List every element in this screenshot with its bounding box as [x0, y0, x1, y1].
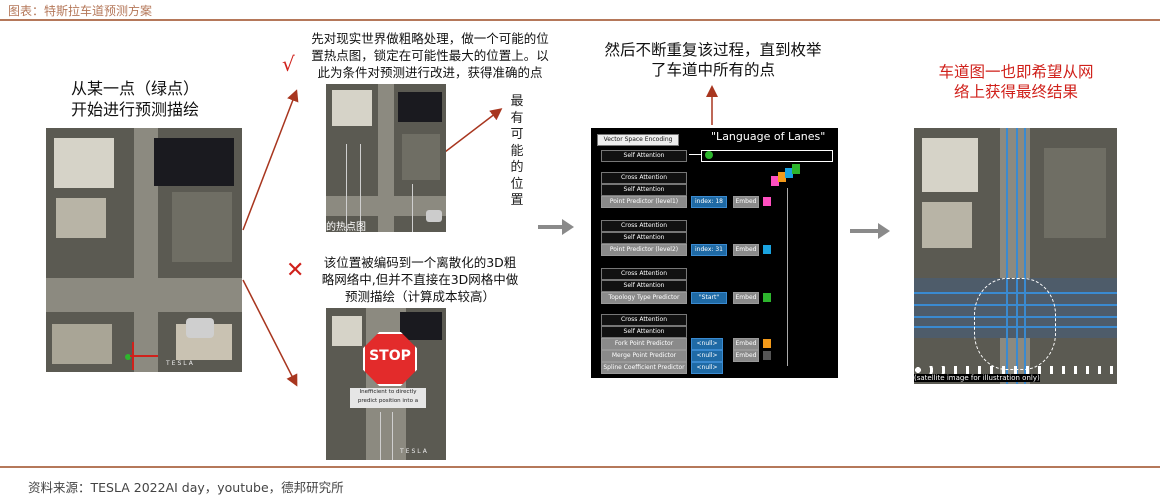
check-mark-icon: √: [282, 52, 295, 76]
result-caption: 车道图一也即希望从网 络上获得最终结果: [906, 62, 1126, 102]
heatmap-label: 的热点图: [326, 222, 366, 232]
chart-header-title: 图表：特斯拉车道预测方案: [8, 4, 153, 18]
nn-green-dot: [705, 151, 713, 159]
stop-sign-text: STOP: [369, 348, 411, 364]
repeat-caption: 然后不断重复该过程，直到枚举 了车道中所有的点: [578, 40, 848, 80]
stop-caption: Inefficient to directly predict position…: [350, 388, 426, 408]
gray-arrow-2: [850, 229, 880, 233]
bottom-note: 该位置被编码到一个离散化的3D粗 略网络中,但并不直接在3D网格中做 预测描绘（…: [304, 254, 536, 305]
gray-arrow-1: [538, 225, 564, 229]
header-rule: [0, 19, 1160, 21]
left-caption-line2: 开始进行预测描绘: [70, 100, 199, 119]
result-note: (satellite image for illustration only): [914, 374, 1040, 382]
footer-rule: [0, 466, 1160, 468]
cross-mark-icon: ✕: [286, 258, 305, 283]
top-note-line2: 置热点图，锁定在可能性最大的位置上。以: [311, 48, 549, 63]
arrow-to-heatmap: [242, 89, 299, 231]
bottom-note-line3: 预测描绘（计算成本较高）: [344, 289, 495, 304]
left-caption-line1: 从某一点（绿点）: [70, 79, 199, 98]
result-caption-line1: 车道图一也即希望从网: [938, 63, 1094, 81]
tesla-logo-stop: TESLA: [400, 448, 429, 455]
arrow-to-stop: [242, 279, 298, 387]
heatmap-satellite-image: 的热点图: [326, 84, 446, 232]
repeat-caption-line2: 了车道中所有的点: [650, 61, 775, 79]
start-point-satellite-image: TESLA: [46, 128, 242, 372]
left-caption: 从某一点（绿点） 开始进行预测描绘: [40, 78, 230, 120]
tesla-logo-left: TESLA: [166, 360, 195, 367]
language-of-lanes-network: Vector Space Encoding "Language of Lanes…: [591, 128, 838, 378]
nn-vector-space-encoding: Vector Space Encoding: [597, 134, 679, 146]
nn-title: "Language of Lanes": [711, 130, 826, 143]
top-note-line3: 此为条件对预测进行改进，获得准确的点: [317, 65, 543, 80]
repeat-caption-line1: 然后不断重复该过程，直到枚举: [604, 41, 822, 59]
most-likely-position-label: 最 有 可 能 的 位 置: [510, 94, 524, 208]
bottom-note-line2: 略网络中,但并不直接在3D网格中做: [321, 272, 519, 287]
result-caption-line2: 络上获得最终结果: [953, 83, 1078, 101]
lane-graph-result-image: (satellite image for illustration only): [914, 128, 1117, 384]
stop-satellite-image: STOP Inefficient to directly predict pos…: [326, 308, 446, 460]
stop-sign-icon: [363, 332, 417, 386]
source-footer: 资料来源：TESLA 2022AI day，youtube，德邦研究所: [28, 480, 344, 495]
top-note: 先对现实世界做粗略处理，做一个可能的位 置热点图，锁定在可能性最大的位置上。以 …: [296, 30, 564, 81]
start-green-dot: [125, 354, 131, 360]
top-note-line1: 先对现实世界做粗略处理，做一个可能的位: [311, 31, 549, 46]
bottom-note-line1: 该位置被编码到一个离散化的3D粗: [323, 255, 517, 270]
